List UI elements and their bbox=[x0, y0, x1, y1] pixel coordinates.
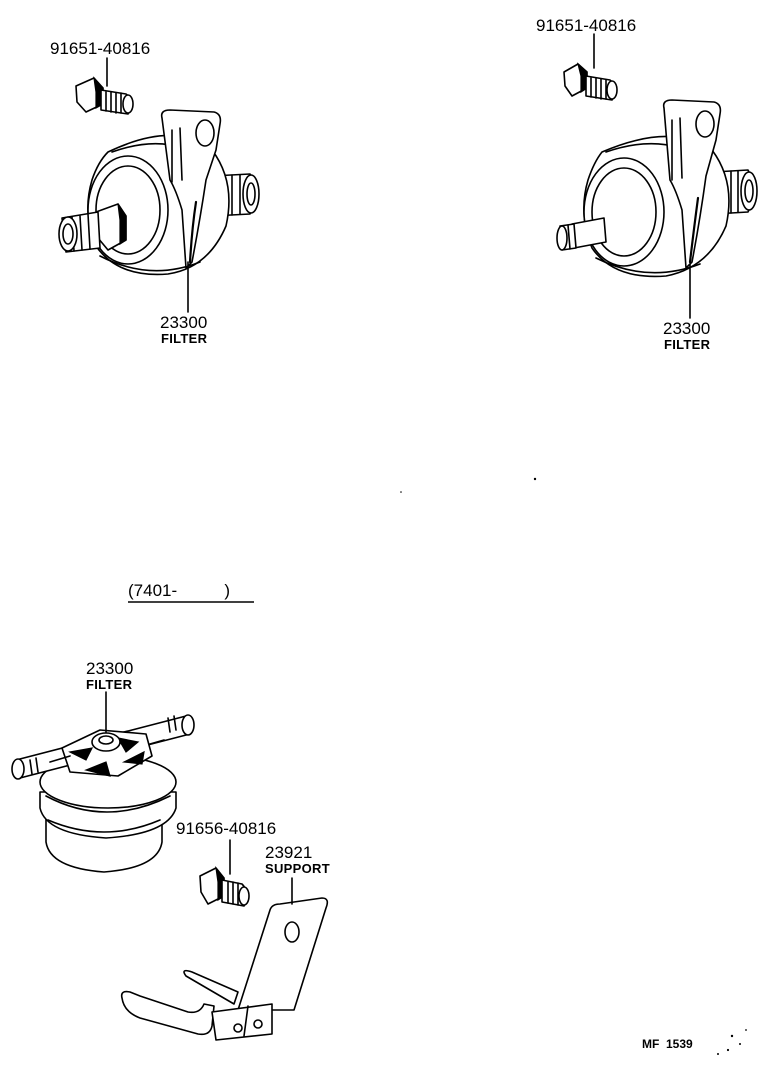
label-tr-filter-name: FILTER bbox=[664, 337, 711, 352]
inlet-nut-top-left bbox=[58, 203, 127, 253]
outlet-fitting-top-left bbox=[211, 173, 260, 217]
bolt-top-right bbox=[563, 62, 618, 101]
label-bl-filter-name: FILTER bbox=[86, 677, 133, 692]
label-tr-bolt-pn: 91651-40816 bbox=[536, 16, 636, 35]
label-bl-filter-pn: 23300 bbox=[86, 659, 133, 678]
bracket-top-right bbox=[662, 99, 722, 269]
speck bbox=[533, 477, 537, 481]
label-diagram-code: MF 1539 bbox=[642, 1037, 693, 1051]
speck bbox=[400, 491, 402, 493]
top-left-assembly bbox=[58, 57, 260, 313]
bolt-bottom-left bbox=[199, 865, 250, 907]
label-bl-support-name: SUPPORT bbox=[265, 861, 330, 876]
label-date-range: (7401- ) bbox=[128, 581, 230, 600]
inlet-pipe-top-right bbox=[556, 217, 607, 251]
top-right-assembly bbox=[556, 33, 758, 319]
label-tl-bolt-pn: 91651-40816 bbox=[50, 39, 150, 58]
bottom-left-assembly bbox=[11, 601, 329, 1041]
label-bl-bolt-pn: 91656-40816 bbox=[176, 819, 276, 838]
label-tl-filter-pn: 23300 bbox=[160, 313, 207, 332]
label-tr-filter-pn: 23300 bbox=[663, 319, 710, 338]
filter-cap bbox=[49, 729, 165, 777]
support-bracket bbox=[120, 897, 329, 1041]
label-bl-support-pn: 23921 bbox=[265, 843, 312, 862]
label-tl-filter-name: FILTER bbox=[161, 331, 208, 346]
scan-specks bbox=[717, 1029, 747, 1055]
bracket-top-left bbox=[160, 109, 222, 269]
bolt-top-left bbox=[75, 76, 134, 115]
